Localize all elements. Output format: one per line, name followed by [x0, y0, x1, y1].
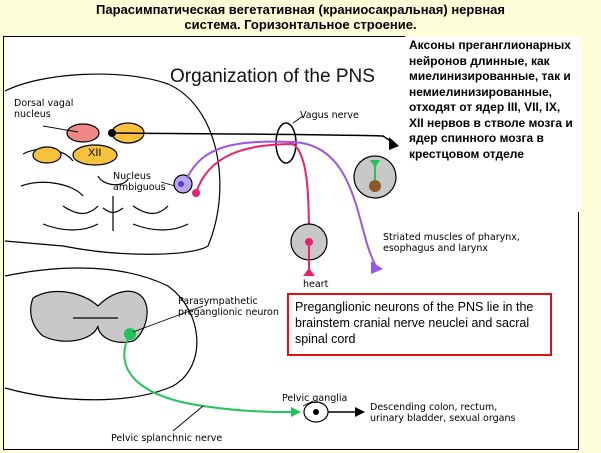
slide-title: Парасимпатическая вегетативная (краниоса…: [0, 2, 601, 32]
label-pelvic-splanchnic: Pelvic splanchnic nerve: [111, 433, 223, 444]
label-striated-muscles: Striated muscles of pharynx, esophagus a…: [383, 232, 520, 254]
pns-title: Organization of the PNS: [170, 66, 375, 87]
slide-title-line2: система. Горизонтальное строение.: [184, 17, 417, 32]
xii-nucleus: [72, 144, 118, 166]
label-descending-colon: Descending colon, rectum, urinary bladde…: [370, 402, 516, 424]
label-vagus-nerve: Vagus nerve: [300, 110, 359, 121]
pink-fiber: [195, 142, 310, 242]
xii-nucleus-left: [32, 146, 62, 164]
pns-diagram: [4, 73, 399, 432]
right-margin-strip: [580, 36, 601, 453]
russian-note: Аксоны преганглионарных нейронов длинные…: [405, 36, 581, 212]
label-pelvic-ganglia: Pelvic ganglia: [282, 393, 348, 404]
spinal-cord-outline: [4, 267, 198, 401]
label-heart: heart: [303, 279, 329, 290]
label-nucleus-ambiguous: Nucleus ambiguous: [113, 171, 166, 193]
slide-title-line1: Парасимпатическая вегетативная (краниоса…: [96, 2, 505, 17]
preganglionic-note-box: Preganglionic neurons of the PNS lie in …: [287, 293, 552, 356]
black-fiber: [111, 132, 396, 145]
label-xii: XII: [88, 147, 102, 159]
label-parasympathetic: Parasympathetic preganglionic neuron: [178, 296, 279, 318]
dorsal-vagal-nucleus: [66, 123, 100, 143]
gray-matter: [30, 290, 148, 343]
green-fiber: [123, 333, 294, 413]
purple-fiber: [186, 140, 376, 265]
label-dorsal-vagal: Dorsal vagal nucleus: [14, 98, 74, 120]
